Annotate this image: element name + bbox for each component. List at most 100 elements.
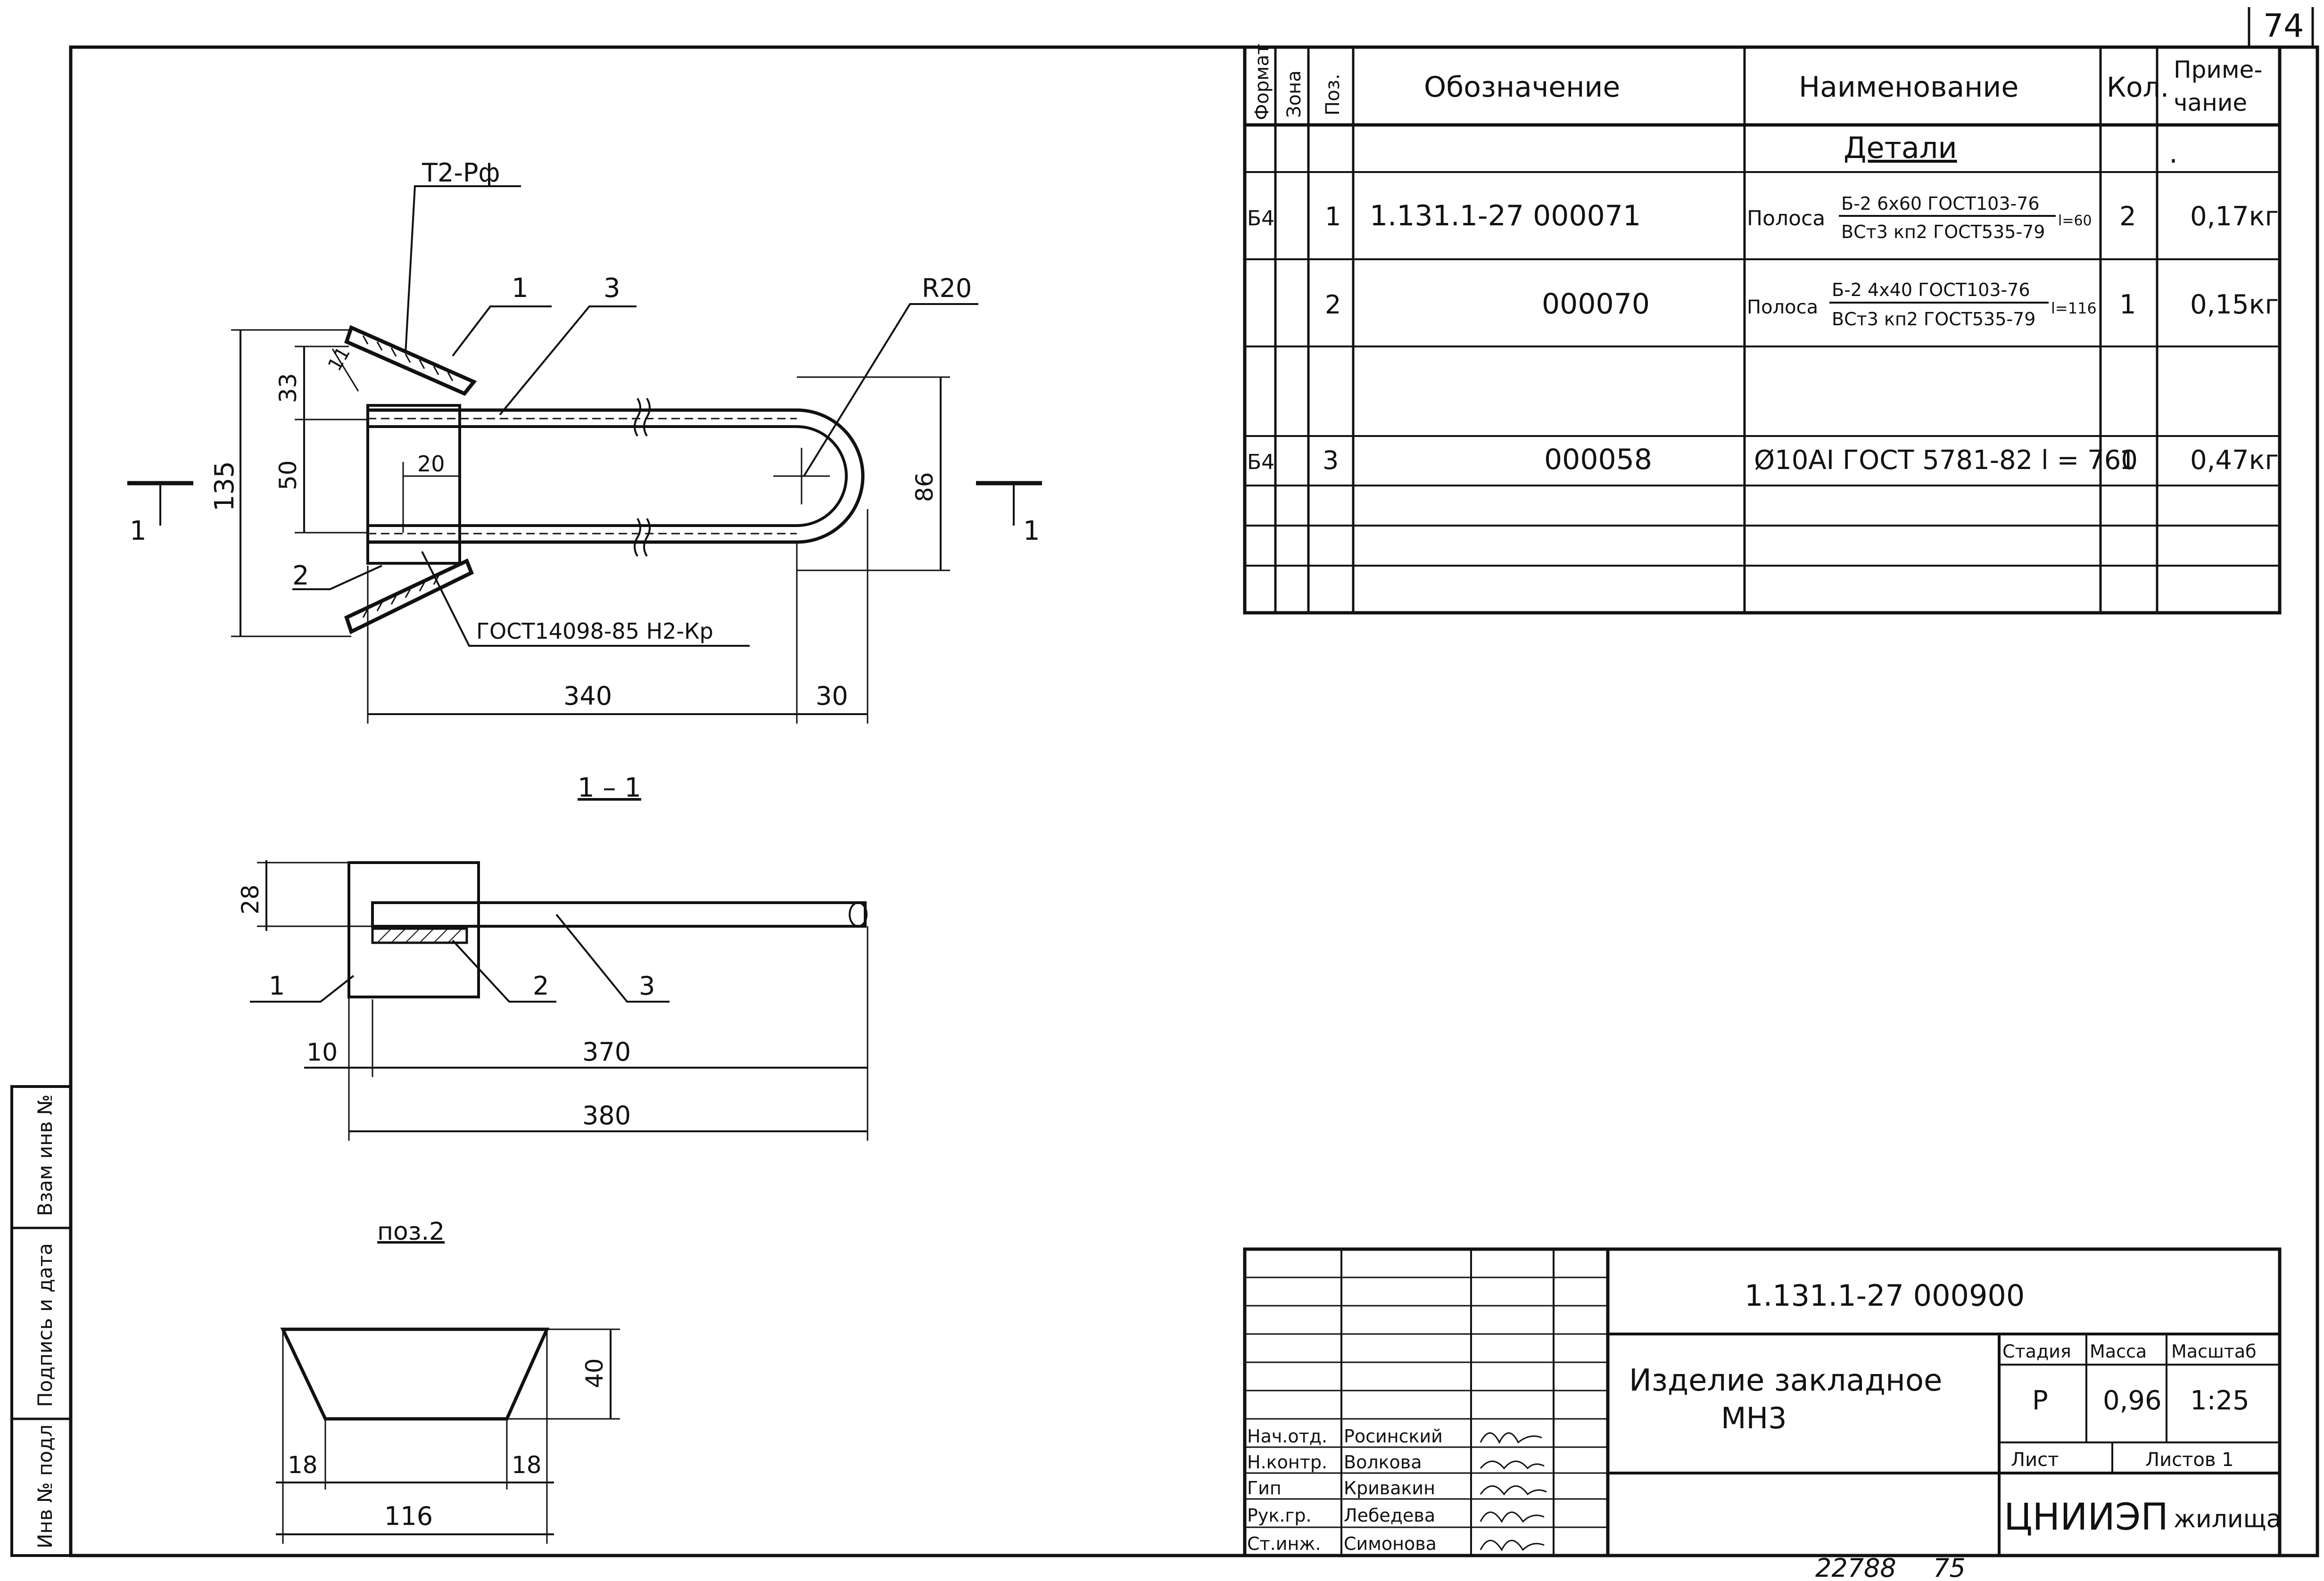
header-qty: Кол.	[2107, 71, 2169, 103]
row2-name-bottom: ВСт3 кп2 ГОСТ535-79	[1832, 309, 2035, 329]
person-4: Лебедева	[1344, 1505, 1435, 1526]
footer-number: 22788	[1815, 1553, 1896, 1579]
mass-value: 0,96	[2103, 1385, 2162, 1416]
row2-qty: 1	[2119, 289, 2136, 320]
section-label-1: 1	[269, 971, 285, 1001]
page-number: 74	[2263, 8, 2304, 45]
header-note-line1: Приме-	[2174, 56, 2262, 83]
plate-bottom	[344, 558, 474, 634]
sheets-label: Листов 1	[2145, 1449, 2234, 1471]
spec-table	[1243, 45, 2282, 615]
part-label-3: 3	[604, 273, 620, 304]
role-1: Нач.отд.	[1247, 1426, 1327, 1447]
header-note-line2: чание	[2174, 89, 2247, 116]
row1-designation: 1.131.1-27 000071	[1370, 199, 1641, 232]
row3-name: Ø10АI ГОСТ 5781-82 l = 760	[1754, 445, 2138, 476]
row3-designation: 000058	[1544, 443, 1652, 476]
role-5: Ст.инж.	[1247, 1533, 1321, 1554]
weld-label-top: Т2-Рф	[422, 158, 500, 188]
row2-pos: 2	[1325, 290, 1341, 320]
row1-name-bottom: ВСт3 кп2 ГОСТ535-79	[1841, 222, 2045, 242]
plate-pos2	[366, 404, 461, 565]
dim-380: 380	[582, 1101, 631, 1130]
side-stamp-sign-date: Подпись и дата	[33, 1243, 57, 1407]
plate-top	[344, 325, 477, 396]
side-stamp-inv-repl: Взам инв №	[33, 1095, 57, 1216]
sheet-frame	[69, 45, 2319, 1557]
person-1: Росинский	[1344, 1426, 1443, 1447]
dim-28: 28	[237, 884, 264, 914]
row3-pos: 3	[1323, 445, 1339, 475]
part-label-2: 2	[292, 560, 309, 591]
org-sub: жилища	[2174, 1505, 2282, 1533]
header-pos: Поз.	[1322, 74, 1344, 115]
part-label-1: 1	[512, 273, 529, 304]
section-view	[250, 860, 868, 1141]
dim-20: 20	[417, 451, 445, 477]
side-stamp-inv-orig: Инв № подл	[33, 1425, 57, 1548]
side-stamp	[10, 1085, 72, 1557]
detail-trapezoid	[280, 1327, 550, 1421]
footer-sheet: 75	[1933, 1553, 1966, 1579]
row1-format: Б4	[1247, 206, 1274, 231]
stage-label: Стадия	[2002, 1341, 2071, 1362]
section-bar-3	[371, 901, 867, 928]
section-title: 1 – 1	[578, 773, 641, 803]
cut-mark-left: 1	[130, 516, 147, 546]
header-designation: Обозначение	[1424, 71, 1620, 104]
row2-designation: 000070	[1542, 288, 1650, 321]
role-3: Гип	[1247, 1478, 1282, 1499]
role-4: Рук.гр.	[1247, 1505, 1312, 1526]
person-2: Волкова	[1344, 1452, 1422, 1473]
person-5: Симонова	[1344, 1533, 1437, 1554]
row2-name-top: Б-2 4х40 ГОСТ103-76	[1832, 280, 2030, 300]
dim-340: 340	[563, 681, 612, 711]
mass-label: Масса	[2090, 1341, 2147, 1362]
section-plate-1	[347, 861, 480, 998]
dim-40: 40	[581, 1358, 608, 1388]
sheet-label: Лист	[2011, 1449, 2059, 1471]
scale-label: Масштаб	[2171, 1341, 2257, 1362]
row1-name-suffix: l=60	[2058, 213, 2092, 229]
row1-name-prefix: Полоса	[1747, 206, 1825, 231]
row1-pos: 1	[1325, 202, 1341, 231]
section-title: Детали	[1844, 131, 1957, 165]
section-label-3: 3	[639, 971, 655, 1001]
cut-mark-right: 1	[1023, 516, 1040, 546]
title-block	[1243, 1247, 2282, 1557]
role-2: Н.контр.	[1247, 1452, 1327, 1473]
dim-50: 50	[274, 460, 302, 490]
dim-18-left: 18	[288, 1451, 318, 1479]
weld-label-bottom: ГОСТ14098-85 Н2-Кр	[476, 618, 713, 644]
dim-30: 30	[816, 681, 848, 711]
row2-name-suffix: l=116	[2051, 299, 2097, 317]
header-zone: Зона	[1283, 70, 1305, 118]
dim-11: 11	[324, 343, 355, 375]
row2-name-prefix: Полоса	[1747, 296, 1818, 318]
detail-view	[276, 1327, 620, 1544]
row1-name-top: Б-2 6х60 ГОСТ103-76	[1841, 193, 2040, 214]
u-bar	[368, 408, 865, 544]
detail-title: поз.2	[377, 1218, 445, 1246]
scale-value: 1:25	[2190, 1385, 2250, 1416]
note-mark: .	[2169, 137, 2178, 170]
title-code: 1.131.1-27 000900	[1745, 1278, 2025, 1313]
person-3: Кривакин	[1344, 1478, 1435, 1499]
item-name-line1: Изделие закладное	[1629, 1363, 1942, 1398]
section-label-2: 2	[533, 971, 549, 1001]
row3-format: Б4	[1247, 450, 1274, 474]
dim-10: 10	[306, 1038, 338, 1067]
row1-qty: 2	[2119, 201, 2136, 232]
dim-33: 33	[274, 373, 302, 403]
row3-note: 0,47кг	[2190, 445, 2279, 476]
stage-value: Р	[2032, 1385, 2048, 1416]
row2-note: 0,15кг	[2190, 289, 2279, 320]
row1-note: 0,17кг	[2190, 201, 2279, 232]
dim-18-right: 18	[512, 1451, 542, 1479]
header-format: Формат	[1251, 44, 1273, 120]
dim-116: 116	[384, 1501, 433, 1531]
dim-135: 135	[209, 461, 240, 511]
row3-qty: 1	[2119, 445, 2136, 476]
header-name: Наименование	[1799, 71, 2018, 104]
